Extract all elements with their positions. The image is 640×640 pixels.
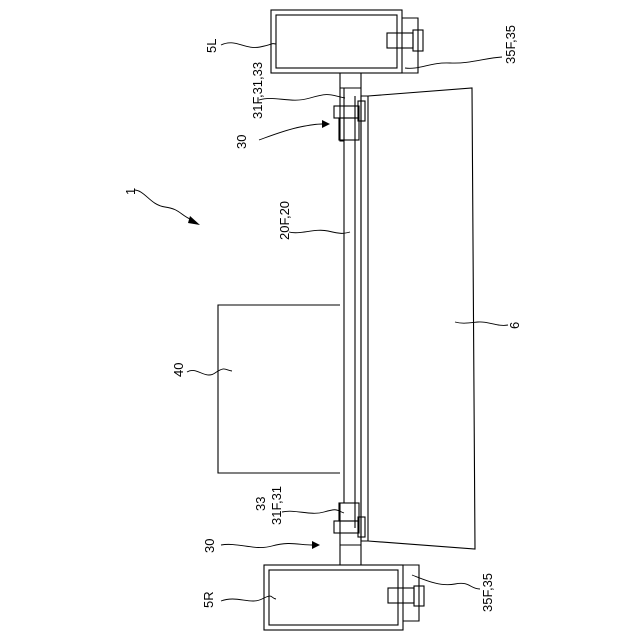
label-bottom-bracket-a: 33 <box>253 497 268 511</box>
clamp-bottom <box>334 503 365 537</box>
reference-labels: 5L 35F,35 31F,31,33 30 1 20F,20 6 40 33 … <box>123 25 522 612</box>
label-top-battery: 5L <box>204 39 219 53</box>
label-box: 40 <box>171 363 186 377</box>
label-bottom-unit: 30 <box>202 539 217 553</box>
label-assembly: 1 <box>123 188 138 195</box>
label-bottom-bracket-b: 31F,31 <box>269 486 284 525</box>
tray-6 <box>361 88 475 549</box>
label-bottom-connector: 35F,35 <box>480 573 495 612</box>
label-top-connector: 35F,35 <box>503 25 518 64</box>
leader-lines <box>134 43 508 601</box>
label-top-unit: 30 <box>234 135 249 149</box>
clamp-top <box>334 101 365 140</box>
frame-20 <box>340 73 361 565</box>
label-tray: 6 <box>507 322 522 329</box>
connector-bracket-top <box>387 18 423 73</box>
label-top-bracket: 31F,31,33 <box>250 62 265 119</box>
battery-5l <box>271 10 402 73</box>
box-40 <box>218 305 340 473</box>
connector-bracket-bottom <box>388 565 424 621</box>
label-frame: 20F,20 <box>277 201 292 240</box>
battery-5r <box>264 565 403 630</box>
label-bottom-battery: 5R <box>201 591 216 608</box>
